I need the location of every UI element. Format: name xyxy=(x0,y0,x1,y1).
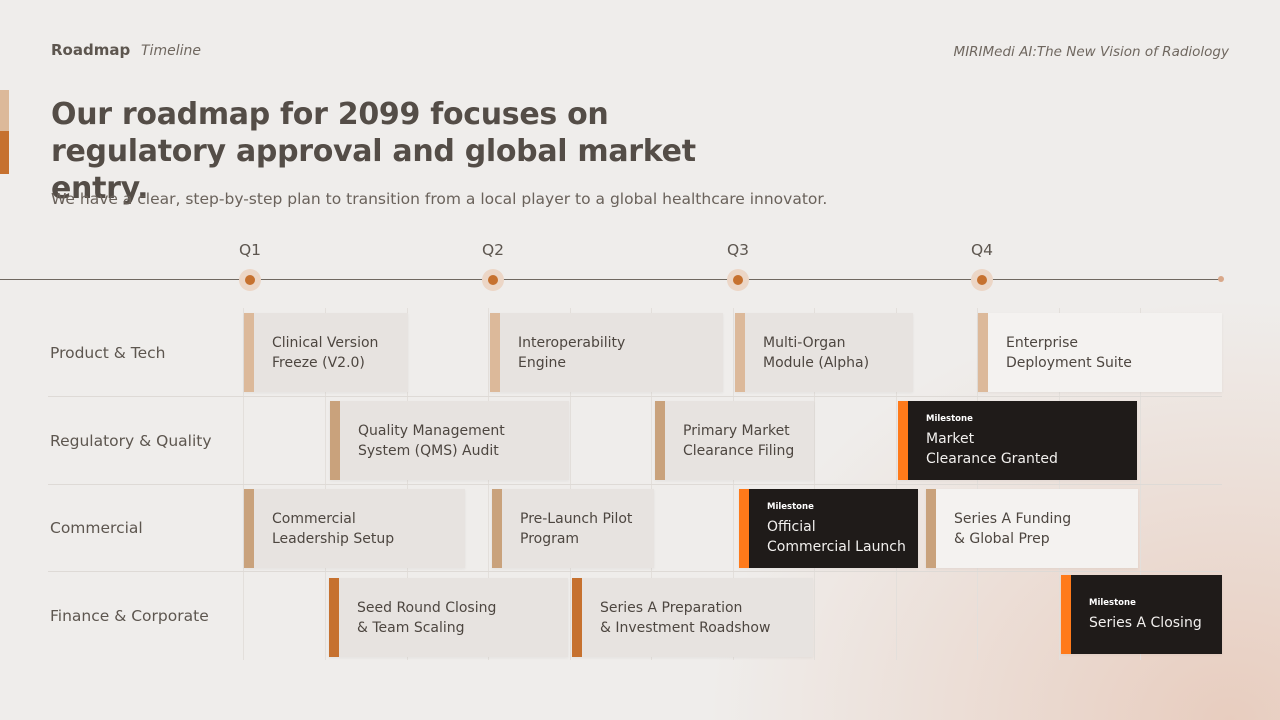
roadmap-card-series-a-funding[interactable]: Series A Funding & Global Prep xyxy=(926,489,1138,568)
quarter-marker-q2 xyxy=(482,269,504,291)
accent-bar-light xyxy=(0,90,9,131)
quarter-label-q1: Q1 xyxy=(238,241,262,259)
card-stripe xyxy=(978,313,988,392)
card-stripe xyxy=(490,313,500,392)
card-stripe xyxy=(329,578,339,657)
milestone-tag: Milestone xyxy=(926,413,973,424)
milestone-card-market-clearance-granted[interactable]: Milestone Market Clearance Granted xyxy=(898,401,1137,480)
card-stripe xyxy=(492,489,502,568)
card-stripe xyxy=(926,489,936,568)
card-text: Interoperability Engine xyxy=(518,334,626,371)
quarter-label-q4: Q4 xyxy=(970,241,994,259)
card-text: Quality Management System (QMS) Audit xyxy=(358,422,505,459)
card-text: Pre-Launch Pilot Program xyxy=(520,510,633,547)
row-divider xyxy=(48,571,1222,572)
milestone-card-official-commercial-launch[interactable]: Milestone Official Commercial Launch xyxy=(739,489,918,568)
card-text: Series A Funding & Global Prep xyxy=(954,510,1072,547)
quarter-label-q2: Q2 xyxy=(481,241,505,259)
card-text: Milestone Official Commercial Launch xyxy=(767,489,906,568)
roadmap-card-qms-audit[interactable]: Quality Management System (QMS) Audit xyxy=(330,401,569,480)
roadmap-card-enterprise-deployment-suite[interactable]: Enterprise Deployment Suite xyxy=(978,313,1222,392)
card-text: Enterprise Deployment Suite xyxy=(1006,334,1132,371)
milestone-title: Series A Closing xyxy=(1089,614,1202,631)
card-stripe xyxy=(244,489,254,568)
row-label-product-tech: Product & Tech xyxy=(50,344,166,362)
card-stripe xyxy=(330,401,340,480)
roadmap-card-seed-round-closing[interactable]: Seed Round Closing & Team Scaling xyxy=(329,578,568,657)
roadmap-card-primary-market-clearance[interactable]: Primary Market Clearance Filing xyxy=(655,401,814,480)
card-stripe xyxy=(739,489,749,568)
page-title: Our roadmap for 2099 focuses on regulato… xyxy=(51,97,696,206)
card-text: Clinical Version Freeze (V2.0) xyxy=(272,334,379,371)
section-label: Timeline xyxy=(141,43,201,59)
card-text: Milestone Market Clearance Granted xyxy=(926,401,1058,480)
row-divider xyxy=(48,484,1222,485)
card-stripe xyxy=(735,313,745,392)
quarter-marker-q3 xyxy=(727,269,749,291)
milestone-card-series-a-closing[interactable]: Milestone Series A Closing xyxy=(1061,575,1222,654)
milestone-title: Official Commercial Launch xyxy=(767,518,906,555)
timeline-axis xyxy=(0,279,1222,280)
card-stripe xyxy=(655,401,665,480)
card-text: Milestone Series A Closing xyxy=(1089,575,1202,654)
roadmap-card-commercial-leadership[interactable]: Commercial Leadership Setup xyxy=(244,489,465,568)
card-stripe xyxy=(1061,575,1071,654)
accent-bar-dark xyxy=(0,131,9,174)
card-text: Seed Round Closing & Team Scaling xyxy=(357,599,497,636)
row-divider xyxy=(48,396,1222,397)
card-text: Primary Market Clearance Filing xyxy=(683,422,795,459)
card-stripe xyxy=(572,578,582,657)
quarter-label-q3: Q3 xyxy=(726,241,750,259)
card-stripe xyxy=(898,401,908,480)
roadmap-card-pre-launch-pilot[interactable]: Pre-Launch Pilot Program xyxy=(492,489,654,568)
card-stripe xyxy=(244,313,254,392)
tagline: MIRIMedi AI:The New Vision of Radiology xyxy=(953,44,1229,60)
quarter-marker-q4 xyxy=(971,269,993,291)
page-subtitle: We have a clear, step-by-step plan to tr… xyxy=(51,190,828,208)
row-label-commercial: Commercial xyxy=(50,519,143,537)
card-text: Commercial Leadership Setup xyxy=(272,510,395,547)
milestone-title: Market Clearance Granted xyxy=(926,430,1058,467)
roadmap-card-clinical-version-freeze[interactable]: Clinical Version Freeze (V2.0) xyxy=(244,313,408,392)
row-label-finance-corporate: Finance & Corporate xyxy=(50,607,209,625)
brand-label: Roadmap xyxy=(51,41,131,59)
card-text: Series A Preparation & Investment Roadsh… xyxy=(600,599,771,636)
card-text: Multi-Organ Module (Alpha) xyxy=(763,334,870,371)
timeline-end-dot xyxy=(1218,276,1224,282)
roadmap-card-multi-organ-module[interactable]: Multi-Organ Module (Alpha) xyxy=(735,313,913,392)
row-label-regulatory-quality: Regulatory & Quality xyxy=(50,432,212,450)
roadmap-card-series-a-preparation[interactable]: Series A Preparation & Investment Roadsh… xyxy=(572,578,813,657)
milestone-tag: Milestone xyxy=(1089,597,1136,608)
roadmap-card-interoperability-engine[interactable]: Interoperability Engine xyxy=(490,313,723,392)
quarter-marker-q1 xyxy=(239,269,261,291)
milestone-tag: Milestone xyxy=(767,501,814,512)
